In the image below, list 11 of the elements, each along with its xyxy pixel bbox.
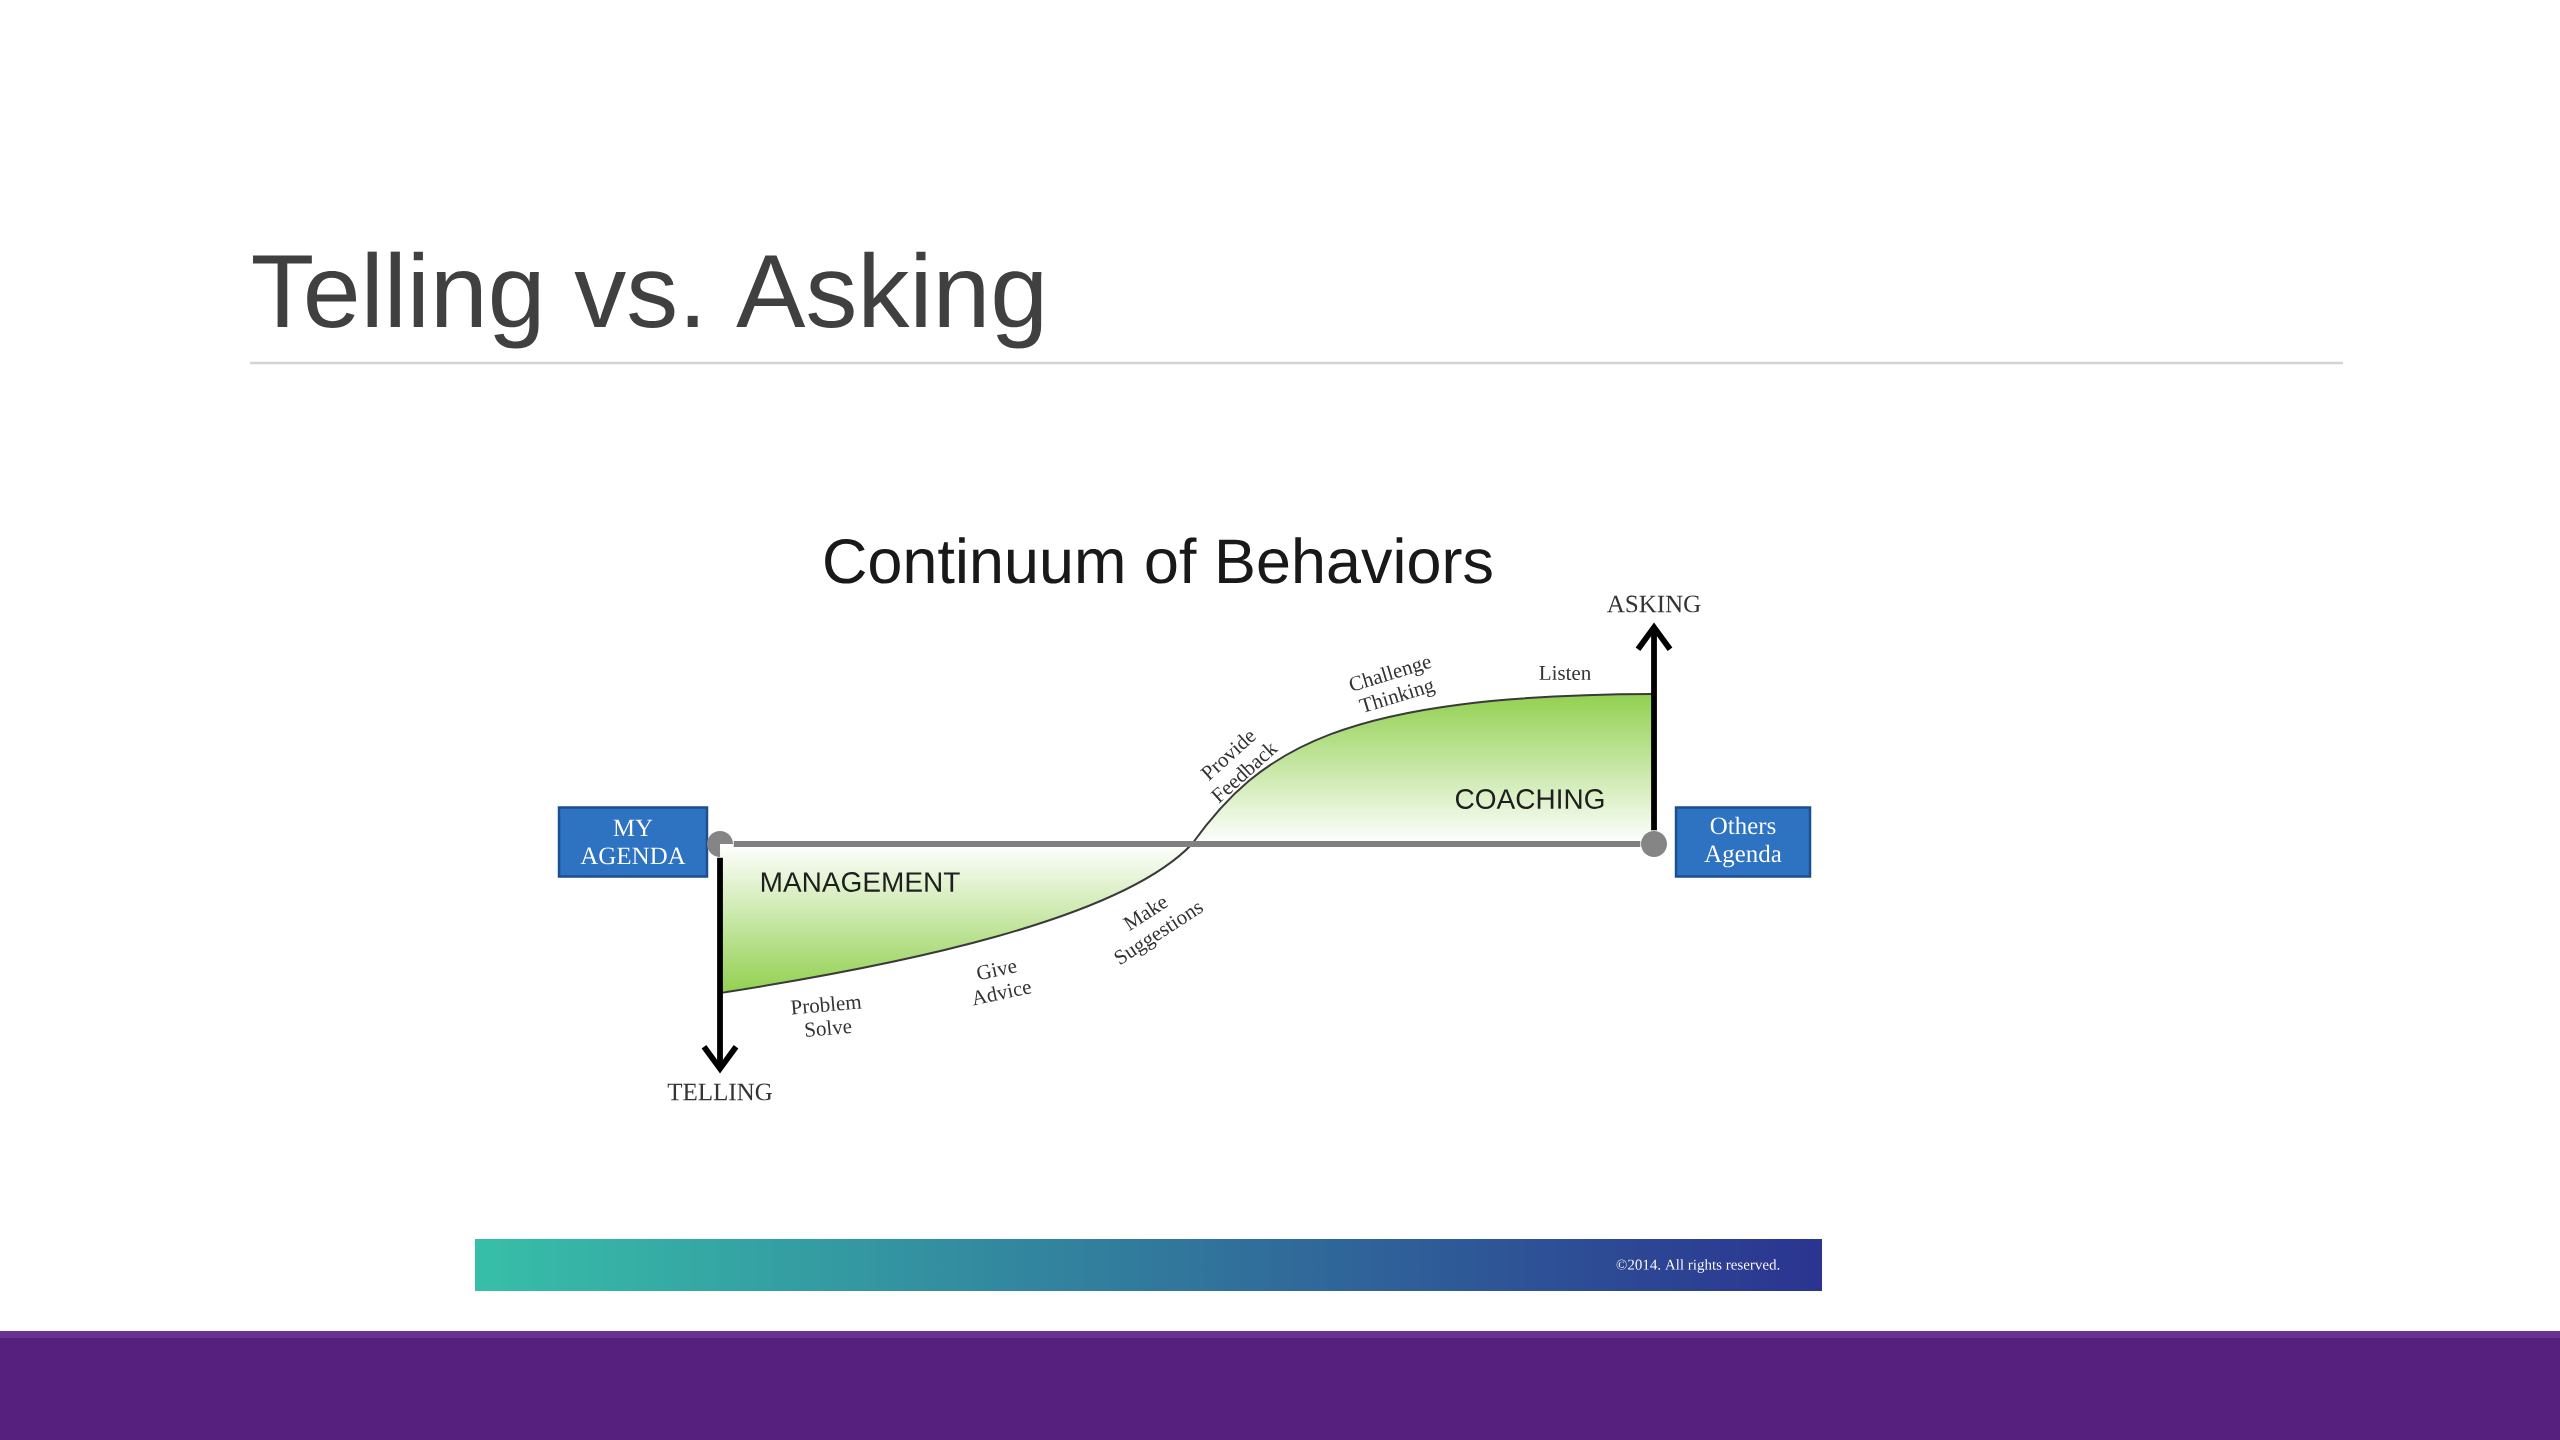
diagram-heading: Continuum of Behaviors — [825, 537, 1492, 584]
arrow — [1635, 622, 1673, 831]
agenda-box: Others Agenda — [1674, 806, 1812, 878]
connector-line — [733, 841, 1641, 847]
axis-label: ASKING — [1607, 595, 1701, 613]
slide-title: Telling vs. Asking — [253, 251, 1042, 349]
agenda-box: MY AGENDA — [557, 806, 709, 878]
copyright-text: ©2014. All rights reserved. — [1616, 1259, 1780, 1273]
endpoint-dot — [1641, 831, 1667, 857]
axis-label: TELLING — [667, 1083, 772, 1101]
arrow — [701, 857, 739, 1074]
